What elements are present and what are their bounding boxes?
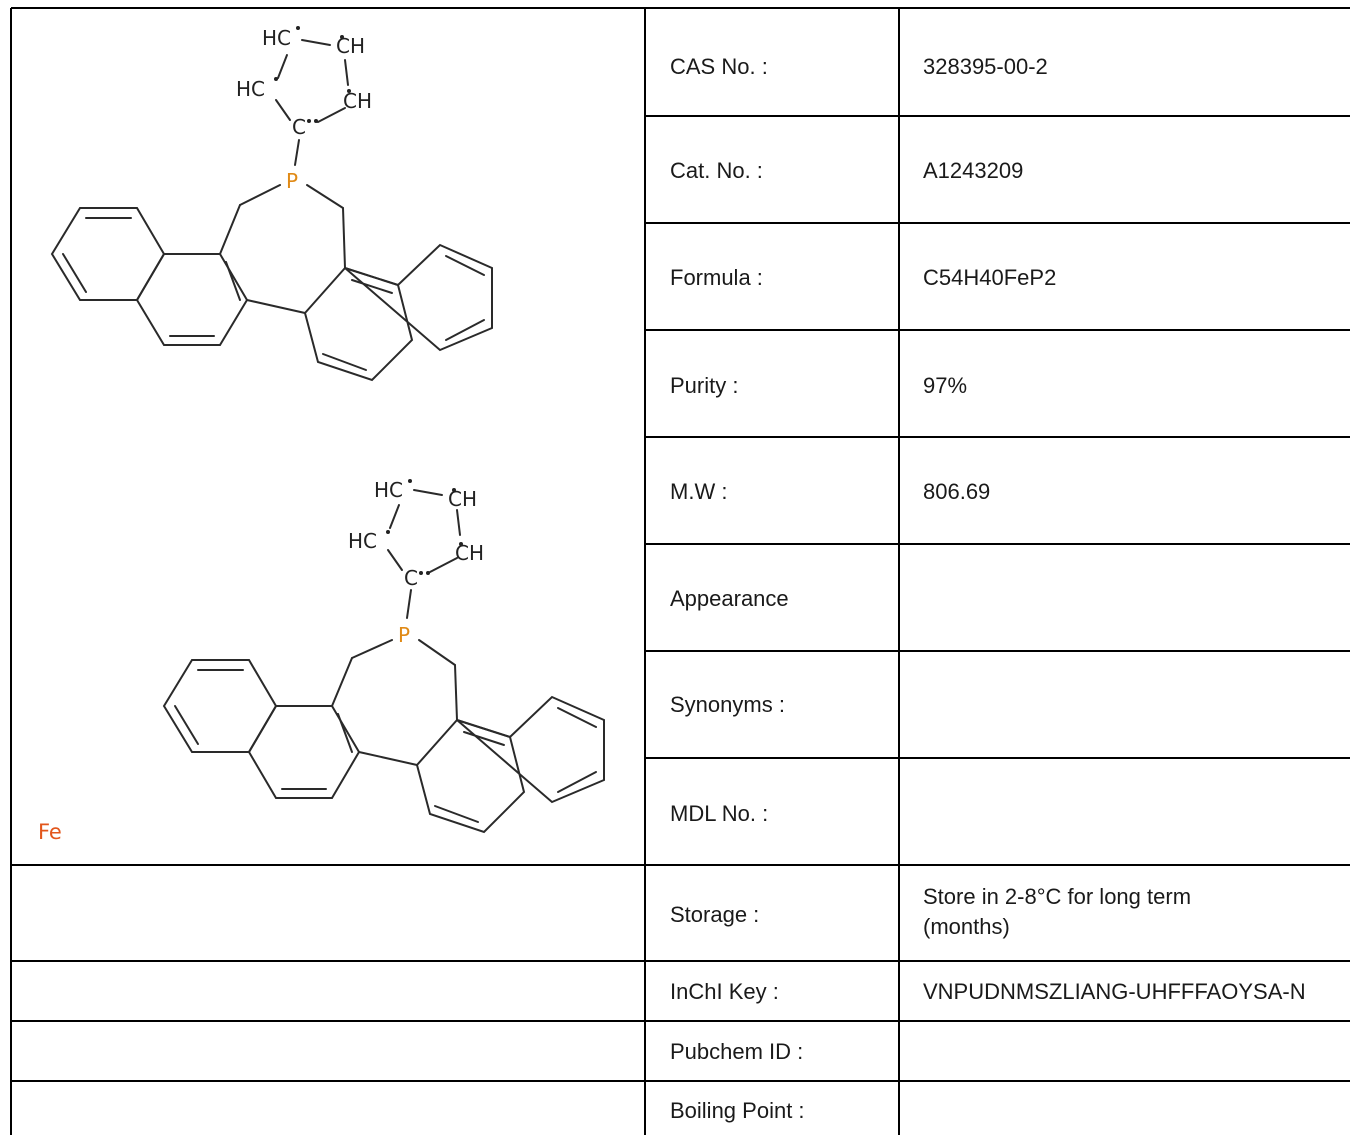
lower-molecule <box>162 489 605 834</box>
iron-label: Fe <box>38 820 62 844</box>
upper-hc-top: HC <box>262 26 291 50</box>
synonyms-label: Synonyms : <box>670 692 785 717</box>
upper-ch-right: CH <box>343 89 372 113</box>
boiling-point-label: Boiling Point : <box>670 1098 805 1123</box>
formula-value: C54H40FeP2 <box>923 265 1057 290</box>
lower-p: P <box>398 623 410 647</box>
appearance-label: Appearance <box>670 586 789 611</box>
mw-label: M.W : <box>670 479 728 504</box>
lower-hc-left: HC <box>348 529 377 553</box>
mw-value: 806.69 <box>923 479 991 504</box>
storage-value: Store in 2-8°C for long term (months) <box>923 884 1192 939</box>
purity-value: 97% <box>923 373 968 398</box>
cas-value: 328395-00-2 <box>923 54 1048 79</box>
upper-molecule <box>50 39 493 382</box>
mdl-label: MDL No. : <box>670 801 769 826</box>
pubchem-label: Pubchem ID : <box>670 1039 804 1064</box>
lower-hc-top: HC <box>374 478 403 502</box>
cat-label: Cat. No. : <box>670 158 763 183</box>
inchi-label: InChI Key : <box>670 979 779 1004</box>
formula-label: Formula : <box>670 265 763 290</box>
upper-molecule-labels: HC CH HC CH C P <box>236 26 372 193</box>
storage-label: Storage : <box>670 902 760 927</box>
cas-label: CAS No. : <box>670 54 768 79</box>
upper-hc-left: HC <box>236 77 265 101</box>
cat-value: A1243209 <box>923 158 1024 183</box>
upper-c: C <box>292 115 306 139</box>
purity-label: Purity : <box>670 373 739 398</box>
inchi-value: VNPUDNMSZLIANG-UHFFFAOYSA-N <box>923 979 1306 1004</box>
lower-c: C <box>404 566 418 590</box>
lower-molecule-labels: HC CH HC CH C P <box>348 478 484 647</box>
upper-p: P <box>286 169 298 193</box>
